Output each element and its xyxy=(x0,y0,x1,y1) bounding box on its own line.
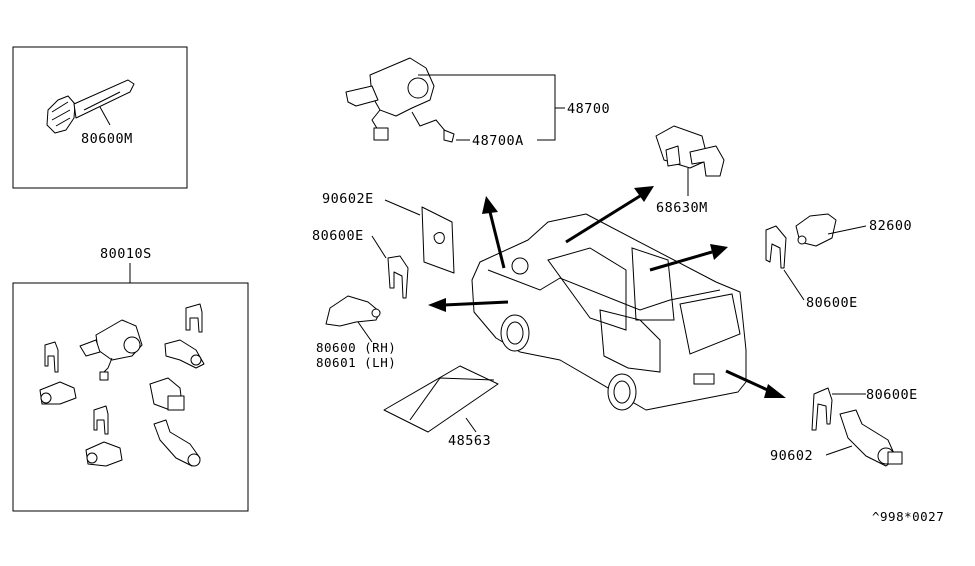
back-door-cylinder: 90602 xyxy=(770,409,903,467)
callout-48700A: 48700A xyxy=(472,133,524,149)
retainer-clip-icon xyxy=(44,341,59,373)
key-icon xyxy=(46,79,135,134)
retainer-clip-icon xyxy=(93,405,109,435)
callout-68630M: 68630M xyxy=(656,200,708,216)
back-door-cylinder-icon xyxy=(153,419,201,467)
van-illustration xyxy=(471,213,747,411)
cylinder-icon xyxy=(164,339,205,369)
front-door-retainer: 80600E xyxy=(312,228,409,299)
arrow-to-back-door xyxy=(725,369,786,398)
arrow-to-ignition xyxy=(482,196,506,269)
glove-box-lock: 68630M xyxy=(655,125,725,216)
back-door-retainer: 80600E xyxy=(811,387,918,431)
cylinder-icon xyxy=(39,381,77,405)
callout-80010S: 80010S xyxy=(100,246,152,262)
callout-48700: 48700 xyxy=(567,101,610,117)
callout-80601-LH: 80601 (LH) xyxy=(316,355,396,370)
callout-80600E-front: 80600E xyxy=(312,228,364,244)
callout-90602: 90602 xyxy=(770,448,813,464)
arrow-to-front-door xyxy=(428,298,509,312)
fuel-door-escutcheon: 90602E xyxy=(322,191,455,274)
slide-door-lock: 82600 xyxy=(795,213,912,247)
leader-line xyxy=(99,106,111,126)
glove-lock-icon xyxy=(149,377,185,411)
retainer-clip-icon xyxy=(185,303,203,333)
lock-set-inset-box: 80010S xyxy=(12,246,249,512)
callout-90602E: 90602E xyxy=(322,191,374,207)
key-holder-pad: 48563 xyxy=(383,365,499,449)
callout-80600-RH: 80600 (RH) xyxy=(316,340,396,355)
callout-80600E-slide: 80600E xyxy=(806,295,858,311)
slide-door-retainer: 80600E xyxy=(765,225,858,311)
callout-80600M: 80600M xyxy=(81,131,133,147)
front-door-cylinder: 80600 (RH) 80601 (LH) xyxy=(316,295,396,370)
reference-code: ^998*0027 xyxy=(872,509,944,524)
ignition-lock-assembly: 48700 48700A xyxy=(345,57,610,149)
arrow-to-glove-box xyxy=(565,186,654,244)
callout-82600: 82600 xyxy=(869,218,912,234)
screw-icon xyxy=(443,129,455,143)
arrow-to-slide-door xyxy=(649,244,728,272)
ignition-lock-icon xyxy=(79,319,143,381)
cylinder-icon xyxy=(85,441,123,467)
key-inset-box: 80600M xyxy=(12,46,188,189)
callout-48563: 48563 xyxy=(448,433,491,449)
callout-80600E-back: 80600E xyxy=(866,387,918,403)
